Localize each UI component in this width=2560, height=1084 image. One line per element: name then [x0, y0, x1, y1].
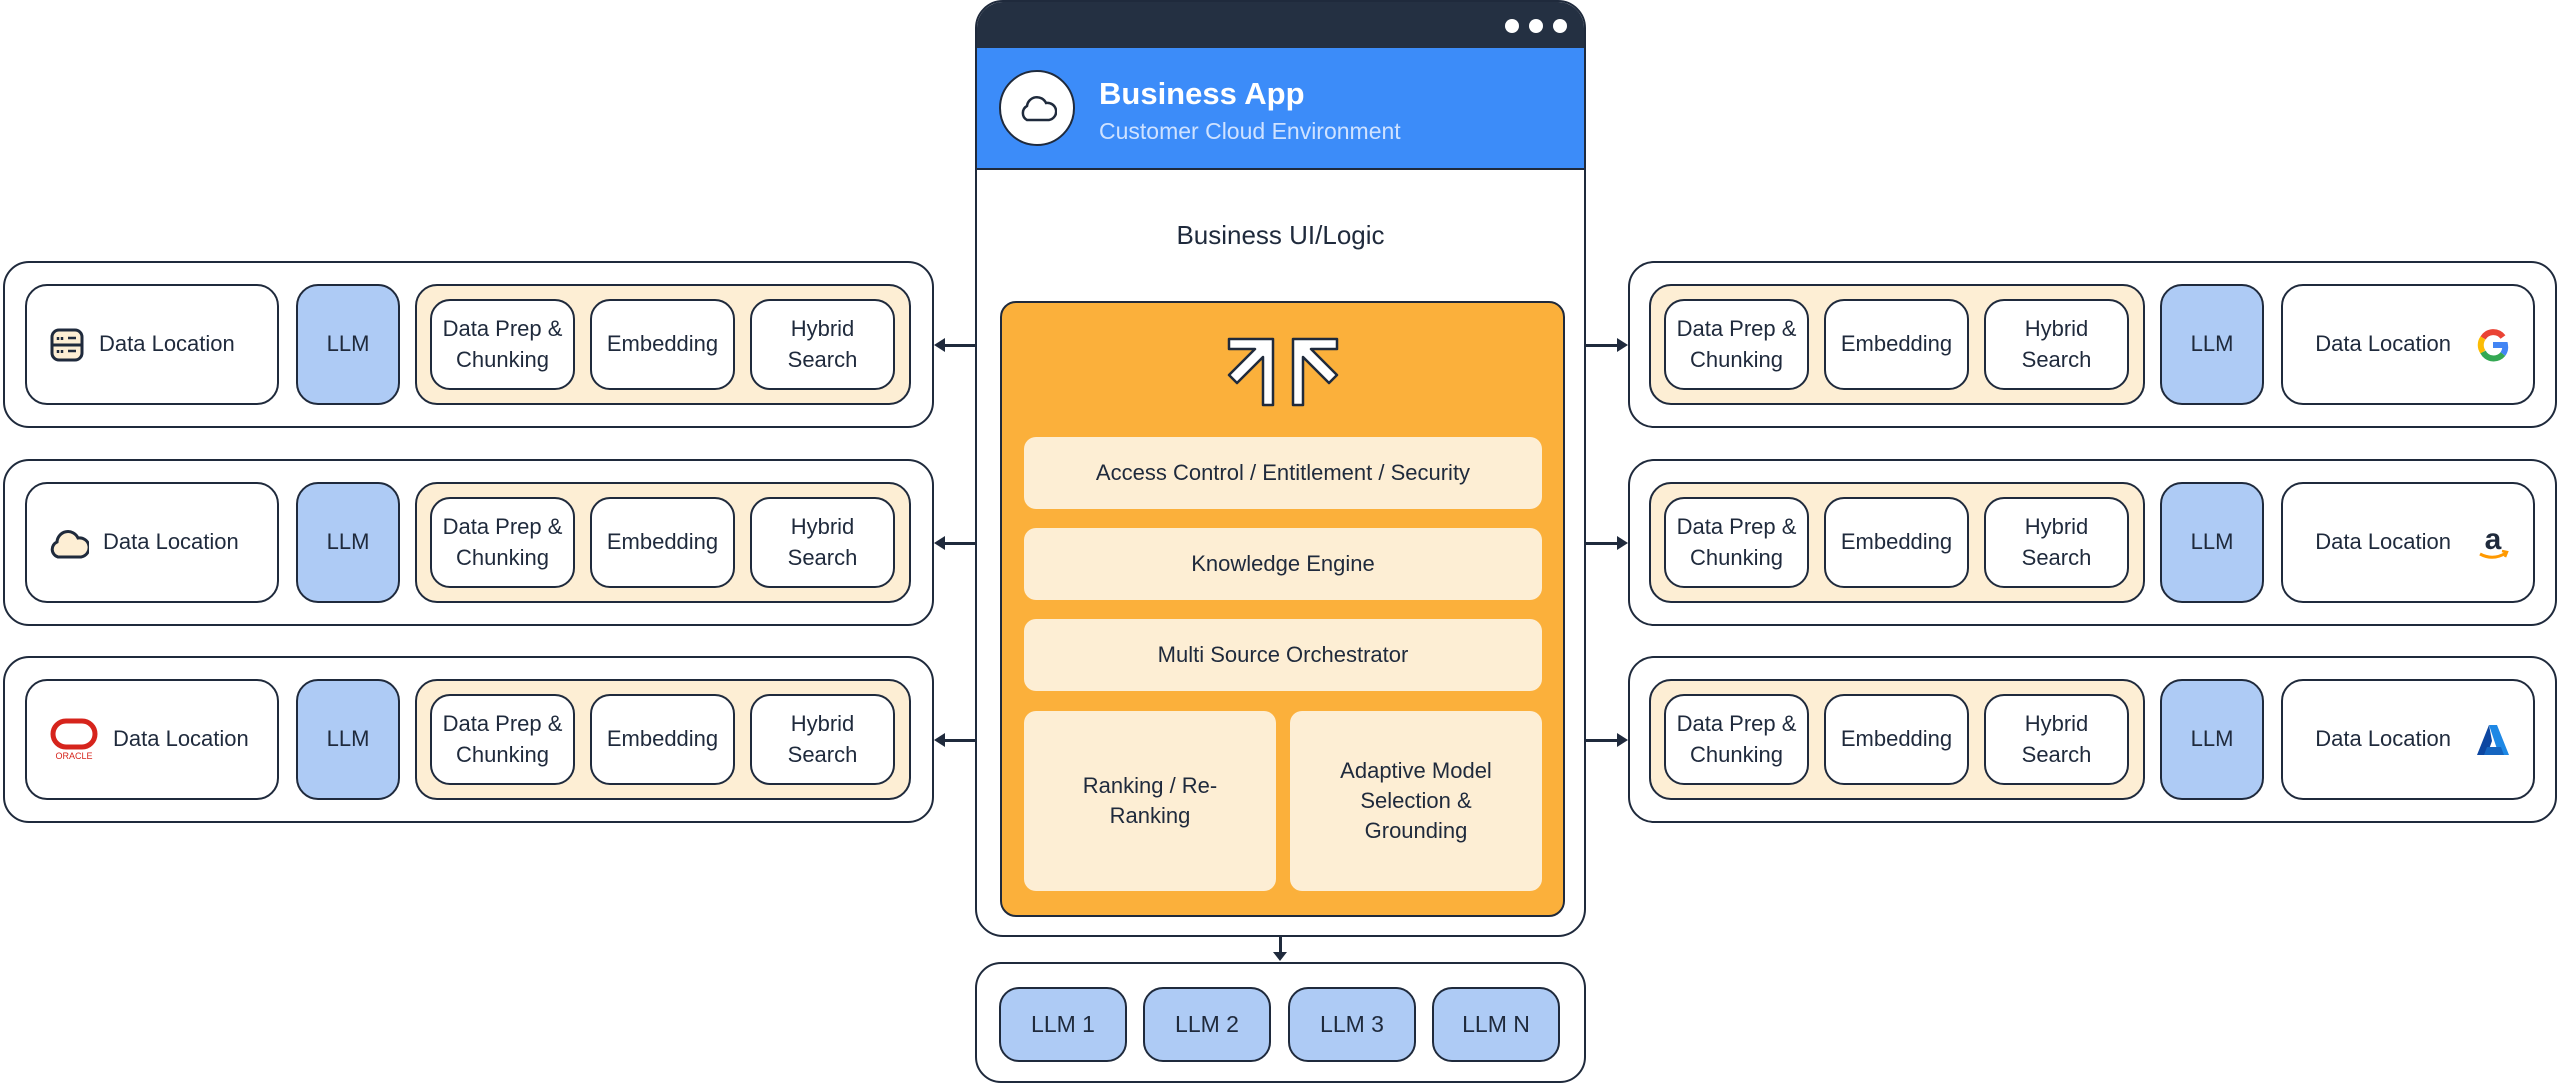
data-location-label: Data Location	[2315, 726, 2451, 752]
app-subtitle: Customer Cloud Environment	[1099, 118, 1401, 144]
llm-1: LLM 1	[999, 987, 1127, 1062]
svg-text:a: a	[2485, 523, 2502, 556]
window-dot-icon	[1505, 19, 1519, 33]
data-location-label: Data Location	[113, 726, 249, 752]
azure-logo-icon	[2475, 722, 2511, 758]
arrow-head-icon	[1617, 338, 1628, 352]
embedding-step: Embedding	[590, 694, 735, 785]
hybrid-search-step: Hybrid Search	[1984, 299, 2129, 390]
cloud-icon	[49, 525, 89, 561]
llm-box: LLM	[2160, 482, 2264, 603]
data-prep-chunking-step: Data Prep & Chunking	[1664, 694, 1809, 785]
embedding-step: Embedding	[590, 497, 735, 588]
arrow-head-icon	[1617, 536, 1628, 550]
connector-arrow-right	[1586, 344, 1618, 347]
embedding-step: Embedding	[1824, 299, 1969, 390]
hybrid-search-step: Hybrid Search	[1984, 694, 2129, 785]
arrow-head-icon	[934, 338, 945, 352]
down-arrow-icon	[1279, 937, 1282, 957]
connector-arrow-right	[1586, 739, 1618, 742]
ranking-layer: Ranking / Re-Ranking	[1024, 711, 1276, 891]
data-prep-chunking-step: Data Prep & Chunking	[1664, 299, 1809, 390]
connector-arrow-left	[944, 542, 975, 545]
server-icon	[49, 327, 85, 363]
hybrid-search-step: Hybrid Search	[750, 497, 895, 588]
data-location-label: Data Location	[2315, 331, 2451, 357]
data-location-label: Data Location	[103, 529, 239, 555]
hybrid-search-step: Hybrid Search	[750, 694, 895, 785]
hybrid-search-step: Hybrid Search	[1984, 497, 2129, 588]
arrow-head-icon	[1617, 733, 1628, 747]
llm-box: LLM	[296, 679, 400, 800]
adaptive-model-layer: Adaptive Model Selection & Grounding	[1290, 711, 1542, 891]
connector-arrow-left	[944, 739, 975, 742]
data-location-label: Data Location	[99, 331, 235, 357]
data-prep-chunking-step: Data Prep & Chunking	[1664, 497, 1809, 588]
access-control-layer: Access Control / Entitlement / Security	[1024, 437, 1542, 509]
oracle-logo-icon: ORACLE	[49, 718, 99, 762]
data-location-label: Data Location	[2315, 529, 2451, 555]
app-title: Business App	[1099, 76, 1305, 111]
multi-source-orchestrator-layer: Multi Source Orchestrator	[1024, 619, 1542, 691]
llm-box: LLM	[2160, 284, 2264, 405]
window-dot-icon	[1529, 19, 1543, 33]
data-location-box: Data Location a	[2281, 482, 2535, 603]
embedding-step: Embedding	[1824, 497, 1969, 588]
llm-3: LLM 3	[1288, 987, 1416, 1062]
business-ui-logic-label: Business UI/Logic	[1176, 220, 1385, 250]
llm-n: LLM N	[1432, 987, 1560, 1062]
app-header: Business App Customer Cloud Environment	[977, 48, 1584, 170]
cloud-icon	[999, 70, 1075, 146]
data-prep-chunking-step: Data Prep & Chunking	[430, 694, 575, 785]
llm-box: LLM	[296, 482, 400, 603]
arrow-head-icon	[934, 733, 945, 747]
embedding-step: Embedding	[590, 299, 735, 390]
svg-text:ORACLE: ORACLE	[55, 751, 92, 761]
window-titlebar	[977, 2, 1584, 48]
llm-box: LLM	[296, 284, 400, 405]
arrows-converge-logo-icon	[1227, 337, 1339, 412]
business-app-window: Business App Customer Cloud Environment …	[975, 0, 1586, 937]
connector-arrow-right	[1586, 542, 1618, 545]
google-logo-icon	[2475, 327, 2511, 363]
data-location-box: Data Location	[2281, 284, 2535, 405]
data-location-box: Data Location	[25, 482, 279, 603]
arrow-head-icon	[934, 536, 945, 550]
engine-panel: Access Control / Entitlement / Security …	[1000, 301, 1565, 917]
down-arrow-head-icon	[1273, 952, 1287, 961]
amazon-logo-icon: a	[2475, 523, 2511, 563]
data-location-box: Data Location	[25, 284, 279, 405]
llm-pool: LLM 1 LLM 2 LLM 3 LLM N	[975, 962, 1586, 1083]
llm-2: LLM 2	[1143, 987, 1271, 1062]
connector-arrow-left	[944, 344, 975, 347]
llm-box: LLM	[2160, 679, 2264, 800]
embedding-step: Embedding	[1824, 694, 1969, 785]
window-dot-icon	[1553, 19, 1567, 33]
knowledge-engine-layer: Knowledge Engine	[1024, 528, 1542, 600]
data-location-box: ORACLE Data Location	[25, 679, 279, 800]
data-location-box: Data Location	[2281, 679, 2535, 800]
hybrid-search-step: Hybrid Search	[750, 299, 895, 390]
data-prep-chunking-step: Data Prep & Chunking	[430, 497, 575, 588]
data-prep-chunking-step: Data Prep & Chunking	[430, 299, 575, 390]
